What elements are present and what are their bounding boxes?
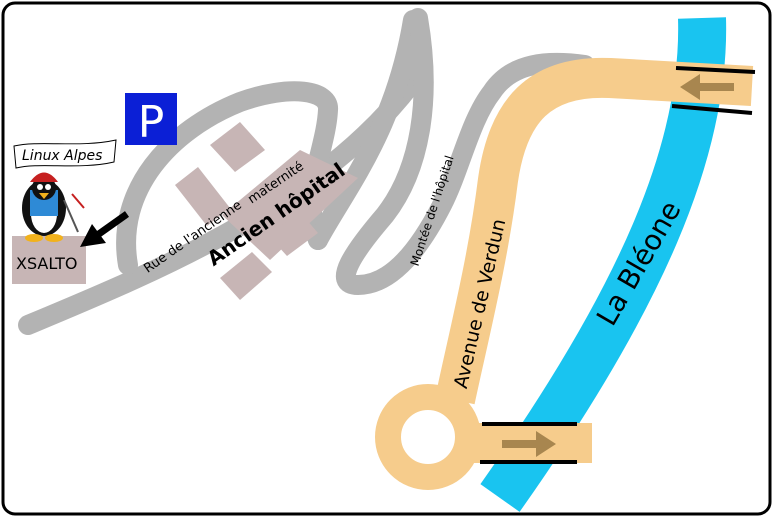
pointer-arrow-icon xyxy=(80,211,130,247)
tux-climber-icon xyxy=(22,172,85,242)
linux-alpes-label: Linux Alpes xyxy=(22,148,102,164)
xsalto-building xyxy=(12,236,86,284)
street-upper-right xyxy=(308,10,423,250)
parking-label: P xyxy=(138,97,165,148)
right-arrow-icon xyxy=(502,431,556,457)
xsalto-label: XSALTO xyxy=(16,254,77,273)
linux-alpes-banner: Linux Alpes xyxy=(13,139,117,169)
bridges xyxy=(480,66,756,464)
parking-sign-icon: P xyxy=(125,93,177,148)
left-arrow-icon xyxy=(680,74,734,100)
avenue-road xyxy=(435,57,754,405)
building-ancien-hopital xyxy=(175,122,358,300)
street-montee-hopital xyxy=(335,8,595,295)
